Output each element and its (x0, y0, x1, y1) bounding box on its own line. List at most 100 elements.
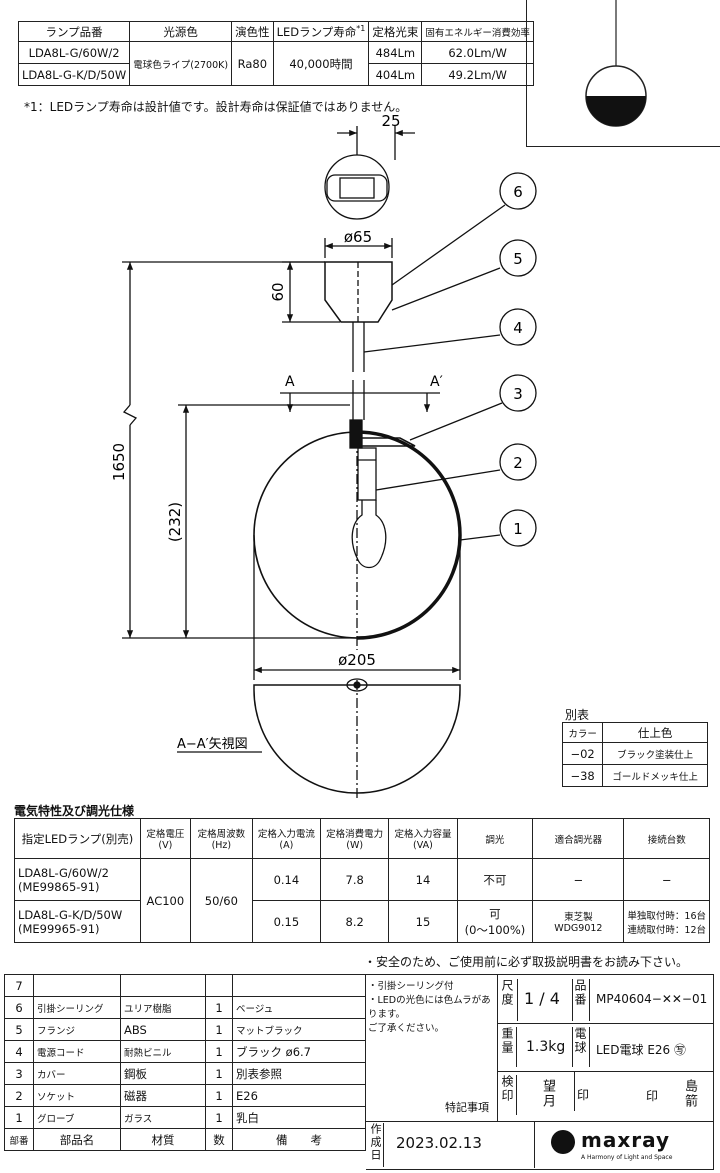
color-code-2: −38 (561, 764, 604, 787)
bom-name-4: 電源コード (33, 1040, 121, 1063)
callout-2: 2 (513, 454, 523, 472)
elec-header-va: 定格入力容量(VA) (388, 818, 458, 859)
electrical-title: 電気特性及び調光仕様 (14, 804, 135, 818)
brand-tagline: A Harmony of Light and Space (581, 1154, 673, 1161)
elec-header-freq: 定格周波数(Hz) (189, 818, 253, 859)
bom-remark-4: ブラック ø6.7 (232, 1040, 366, 1063)
bom-remark-7 (232, 974, 366, 997)
bom-mat-3: 鋼板 (120, 1062, 206, 1085)
scale-label: 尺度 (500, 979, 518, 1021)
elec-voltage: AC100 (139, 858, 191, 943)
bom-mat-1: ガラス (120, 1106, 206, 1129)
spec-model-2: LDA8L-G-K/D/50W (17, 63, 131, 86)
elec-lamp-2: LDA8L-G-K/D/50W(ME99965-91) (14, 900, 141, 943)
bom-qty-4: 1 (205, 1040, 233, 1063)
bom-mat-7 (120, 974, 206, 997)
bom-remark-5: マットブラック (232, 1018, 366, 1041)
color-code-1: −02 (561, 742, 604, 765)
dim-flange-h-text: 60 (269, 282, 287, 301)
safety-note: ・安全のため、ご使用前に必ず取扱説明書をお読み下さい。 (364, 955, 689, 969)
product-thumbnail (526, 0, 720, 147)
color-header-code: カラー (561, 722, 604, 743)
spec-footnote: *1：LEDランプ寿命は設計値です。設計寿命は保証値ではありません。 (24, 100, 408, 114)
note-2: ・LEDの光色には色ムラがあります。 (368, 995, 491, 1020)
spec-cri: Ra80 (231, 41, 274, 86)
bom-no-2: 2 (4, 1084, 34, 1107)
elec-dimming-2: 可(0〜100%) (456, 900, 534, 943)
bom-remark-6: ベージュ (232, 996, 366, 1019)
bom-name-3: カバー (33, 1062, 121, 1085)
bom-footer-name: 部品名 (33, 1128, 121, 1151)
dim-globe-h-text: (232) (166, 502, 184, 542)
dim-top-text: 25 (381, 112, 400, 130)
bom-remark-1: 乳白 (232, 1106, 366, 1129)
technical-drawing: 25 ø65 60 1650 (232) ø205 A A′ A−A′矢視図 6… (110, 112, 537, 800)
bom-name-1: グローブ (33, 1106, 121, 1129)
elec-power-2: 8.2 (320, 900, 390, 943)
elec-header-power: 定格消費電力(W) (320, 818, 390, 859)
bom-no-1: 1 (4, 1106, 34, 1129)
bom-footer-remark: 備 考 (232, 1128, 366, 1151)
part-no-label: 品番 (572, 979, 590, 1021)
spec-eff-2: 49.2Lm/W (421, 63, 534, 86)
date-row: 作成日 2023.02.13 maxray A Harmony of Light… (366, 1122, 714, 1170)
elec-count-2: 単独取付時：16台連続取付時：12台 (623, 900, 710, 943)
brand-box: maxray A Harmony of Light and Space (534, 1122, 713, 1168)
bom-remark-2: E26 (232, 1084, 366, 1107)
spec-model-1: LDA8L-G/60W/2 (17, 41, 131, 64)
bom-no-6: 6 (4, 996, 34, 1019)
elec-header-count: 接続台数 (623, 818, 710, 859)
bom-qty-2: 1 (205, 1084, 233, 1107)
dim-total-text: 1650 (110, 443, 128, 481)
drafter: 島箭 (682, 1079, 697, 1109)
bom-name-5: フランジ (33, 1018, 121, 1041)
elec-va-2: 15 (388, 900, 458, 943)
elec-dimmer-1: − (532, 858, 625, 901)
bom-qty-3: 1 (205, 1062, 233, 1085)
elec-count-1: − (623, 858, 710, 901)
part-no: MP40604−✕✕−01 (596, 992, 708, 1006)
callout-1: 1 (513, 520, 523, 538)
elec-lamp-1: LDA8L-G/60W/2(ME99865-91) (14, 858, 141, 901)
dim-flange-text: ø65 (344, 228, 372, 246)
bom-mat-6: ユリア樹脂 (120, 996, 206, 1019)
elec-header-lamp: 指定LEDランプ(別売) (14, 818, 141, 859)
elec-header-dimming: 調光 (456, 818, 534, 859)
elec-va-1: 14 (388, 858, 458, 901)
seal-label-2: 印 (646, 1089, 659, 1103)
maxray-logo-icon (551, 1130, 575, 1154)
bom-footer-qty: 数 (205, 1128, 233, 1151)
color-finish-2: ゴールドメッキ仕上 (602, 764, 708, 787)
scale-value: 1 / 4 (524, 989, 560, 1008)
bom-name-7 (33, 974, 121, 997)
elec-header-current: 定格入力電流(A) (251, 818, 322, 859)
elec-power-1: 7.8 (320, 858, 390, 901)
section-a-label: A (285, 374, 295, 390)
bom-no-7: 7 (4, 974, 34, 997)
spec-flux-2: 404Lm (368, 63, 423, 86)
color-header-finish: 仕上色 (602, 722, 708, 743)
weight-value: 1.3kg (526, 1039, 566, 1055)
callout-3: 3 (513, 385, 523, 403)
special-label: 特記事項 (445, 1101, 489, 1114)
callout-5: 5 (513, 250, 523, 268)
bom-qty-6: 1 (205, 996, 233, 1019)
spec-table: ランプ品番 光源色 演色性 LEDランプ寿命*1 定格光束 固有エネルギー消費効… (17, 21, 534, 86)
color-table-title: 別表 (565, 708, 590, 722)
bom-qty-1: 1 (205, 1106, 233, 1129)
section-a2-label: A′ (430, 374, 443, 390)
approval-label: 検印 (500, 1075, 517, 1115)
bulb-value: LED電球 E26 ㊢ (596, 1043, 686, 1057)
bom-mat-5: ABS (120, 1018, 206, 1041)
seal-label-1: 印 (574, 1071, 589, 1111)
electrical-table: 指定LEDランプ(別売) 定格電圧(V) 定格周波数(Hz) 定格入力電流(A)… (14, 818, 710, 943)
bom-no-3: 3 (4, 1062, 34, 1085)
dim-globe-d-text: ø205 (338, 651, 376, 669)
bom-mat-4: 耐熱ビニル (120, 1040, 206, 1063)
brand-name: maxray (581, 1128, 671, 1152)
bom-mat-2: 磁器 (120, 1084, 206, 1107)
bom-footer-no: 部番 (4, 1128, 34, 1151)
callout-6: 6 (513, 183, 523, 201)
bom-no-5: 5 (4, 1018, 34, 1041)
